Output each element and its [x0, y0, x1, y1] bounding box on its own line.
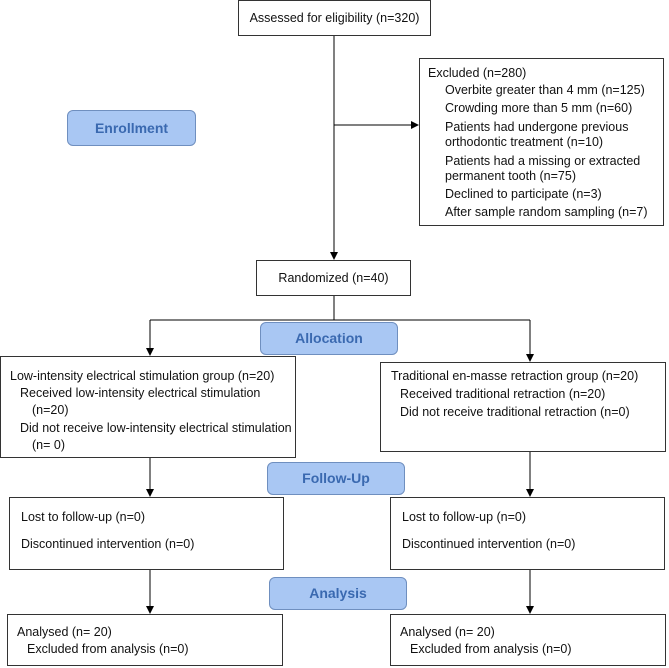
followup-left-discontinued: Discontinued intervention (n=0) [21, 537, 195, 551]
right-group-line: Received traditional retraction (n=20) [400, 387, 606, 401]
left-group-title: Low-intensity electrical stimulation gro… [10, 369, 275, 383]
excluded-reason: Patients had a missing or extracted [445, 154, 641, 168]
excluded-reason: Patients had undergone previous [445, 120, 629, 134]
phase-followup-label: Follow-Up [302, 470, 370, 486]
followup-right-discontinued: Discontinued intervention (n=0) [402, 537, 576, 551]
right-group-line: Did not receive traditional retraction (… [400, 405, 630, 419]
analysis-left-box: Analysed (n= 20) Excluded from analysis … [7, 614, 283, 666]
analysis-left-analysed: Analysed (n= 20) [17, 625, 112, 639]
analysis-right-box: Analysed (n= 20) Excluded from analysis … [390, 614, 666, 666]
analysis-right-analysed: Analysed (n= 20) [400, 625, 495, 639]
assessed-box: Assessed for eligibility (n=320) [238, 0, 431, 36]
right-group-title: Traditional en-masse retraction group (n… [391, 369, 639, 383]
left-group-line: Did not receive low-intensity electrical… [20, 421, 292, 435]
right-group-box: Traditional en-masse retraction group (n… [380, 362, 666, 452]
analysis-right-excluded: Excluded from analysis (n=0) [410, 642, 572, 656]
phase-followup: Follow-Up [267, 462, 405, 495]
phase-allocation: Allocation [260, 322, 398, 355]
left-group-box: Low-intensity electrical stimulation gro… [0, 356, 296, 458]
randomized-label: Randomized (n=40) [278, 271, 389, 285]
excluded-reason: After sample random sampling (n=7) [445, 205, 648, 219]
excluded-box: Excluded (n=280) Overbite greater than 4… [419, 58, 664, 226]
followup-left-lost: Lost to follow-up (n=0) [21, 510, 146, 524]
followup-right-lost: Lost to follow-up (n=0) [402, 510, 527, 524]
phase-analysis-label: Analysis [309, 585, 367, 601]
phase-allocation-label: Allocation [295, 330, 363, 346]
excluded-reason: Declined to participate (n=3) [445, 187, 602, 201]
excluded-reason: Overbite greater than 4 mm (n=125) [445, 83, 645, 97]
left-group-line: Received low-intensity electrical stimul… [20, 386, 261, 400]
excluded-reason: orthodontic treatment (n=10) [445, 135, 604, 149]
phase-enrollment: Enrollment [67, 110, 196, 146]
phase-enrollment-label: Enrollment [94, 120, 169, 136]
randomized-box: Randomized (n=40) [256, 260, 411, 296]
excluded-title: Excluded (n=280) [428, 66, 527, 80]
followup-right-box: Lost to follow-up (n=0) Discontinued int… [390, 497, 665, 570]
left-group-line: (n= 0) [32, 438, 66, 452]
phase-analysis: Analysis [269, 577, 407, 610]
analysis-left-excluded: Excluded from analysis (n=0) [27, 642, 189, 656]
assessed-label: Assessed for eligibility (n=320) [249, 11, 420, 25]
excluded-reason: permanent tooth (n=75) [445, 169, 576, 183]
left-group-line: (n=20) [32, 403, 69, 417]
excluded-reason: Crowding more than 5 mm (n=60) [445, 101, 633, 115]
followup-left-box: Lost to follow-up (n=0) Discontinued int… [9, 497, 284, 570]
